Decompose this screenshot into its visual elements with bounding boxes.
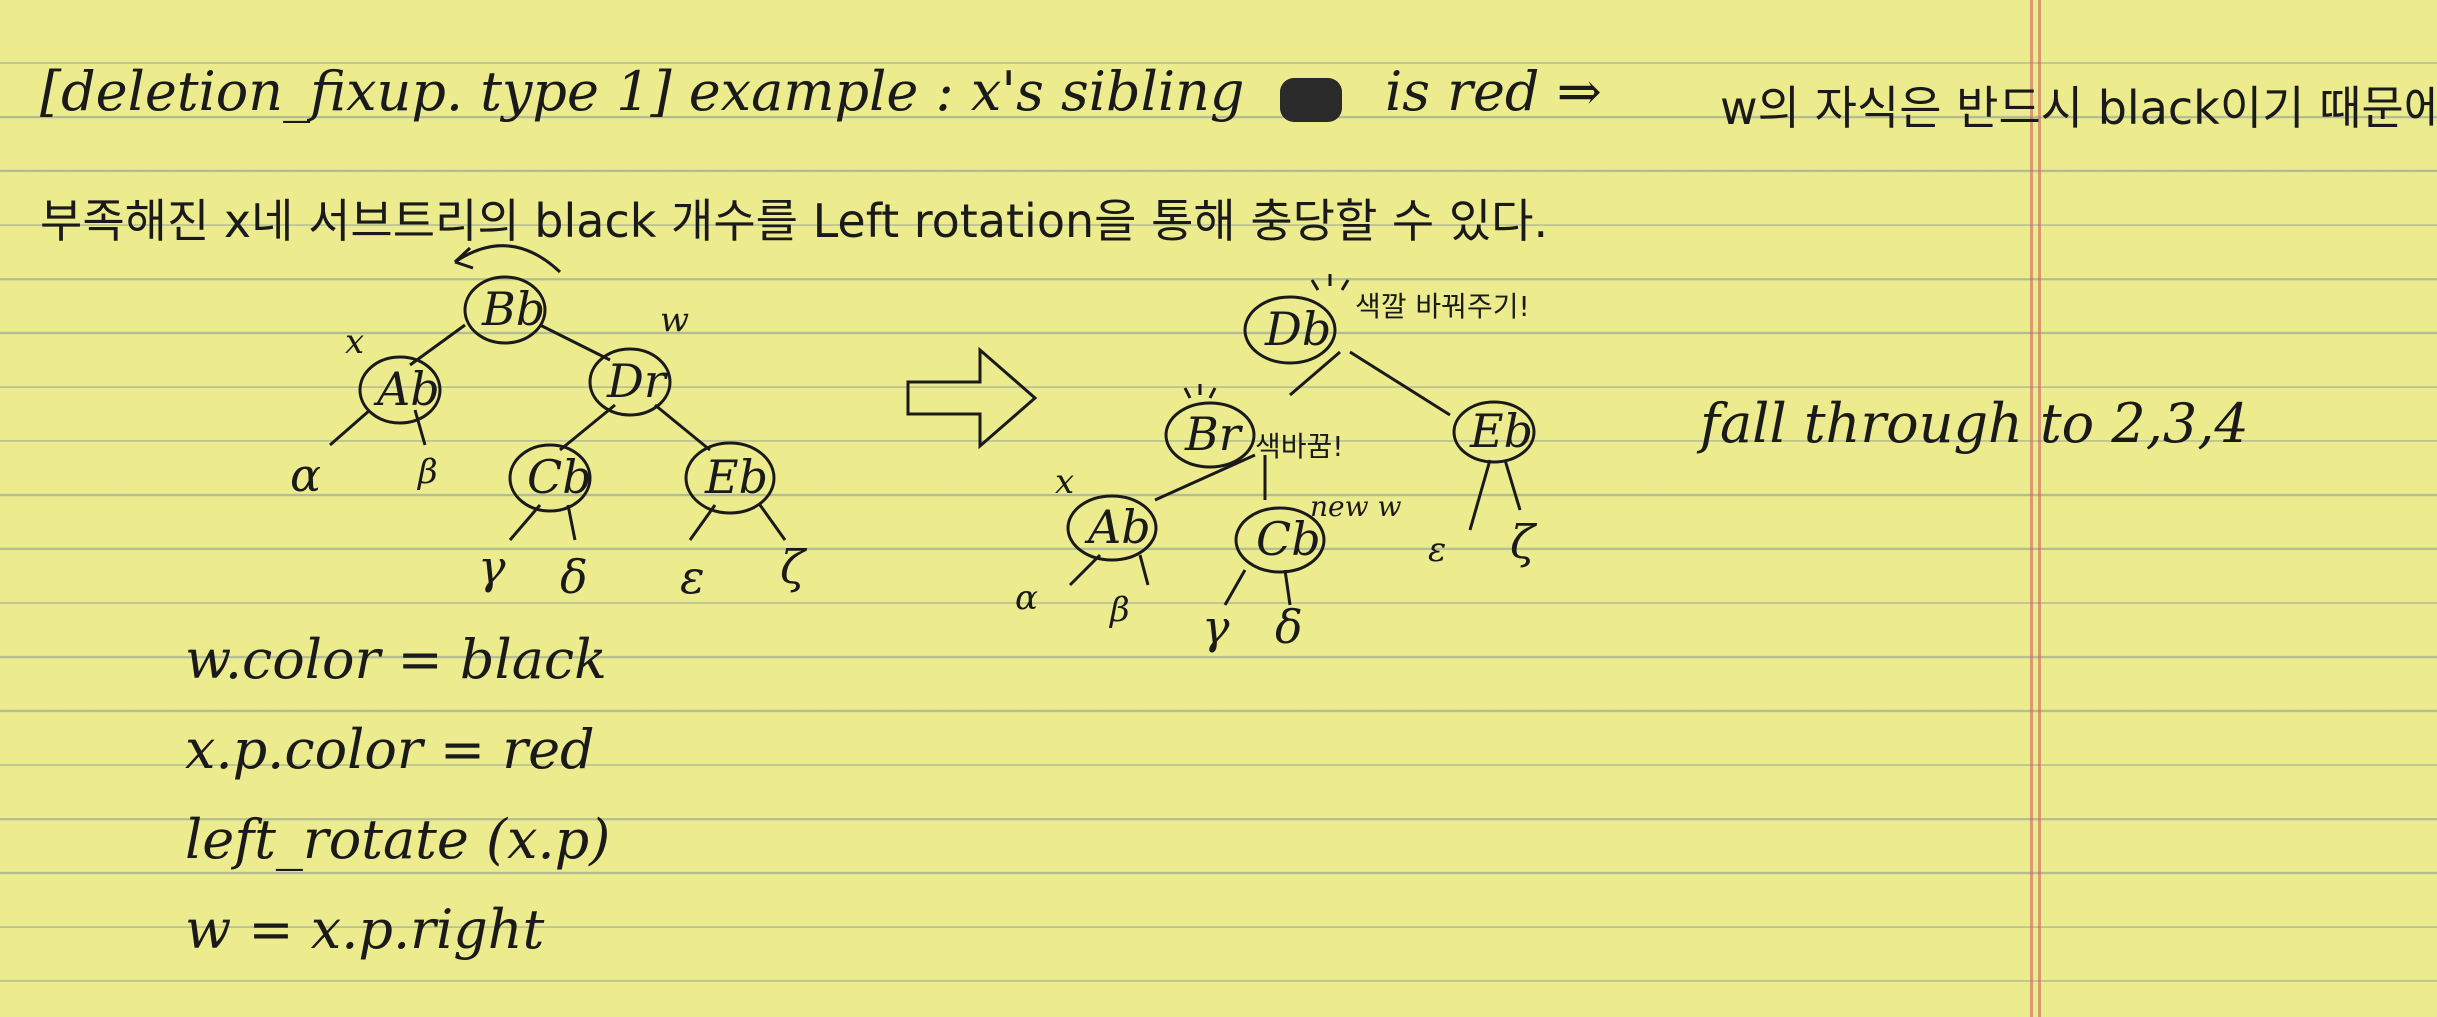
heading-line2: 부족해진 x네 서브트리의 black 개수를 Left rotation을 통…	[40, 194, 1549, 248]
label-gamma: γ	[478, 540, 506, 594]
node-ab2-circle	[1066, 494, 1158, 562]
edge-db-eb	[1349, 350, 1451, 417]
edge-ab-beta2	[1138, 554, 1150, 586]
edge-ab-beta	[413, 409, 427, 446]
edge-bb-dr	[539, 323, 611, 362]
node-bb-label: Bb	[482, 282, 546, 336]
node-ab2-label: Ab	[1088, 500, 1151, 554]
transform-arrow	[906, 346, 1038, 450]
label-alpha-after: α	[1015, 578, 1038, 618]
label-epsilon: ε	[680, 550, 705, 604]
edge-cb-gamma2	[1223, 569, 1247, 606]
node-eb-circle	[684, 441, 776, 515]
label-new-w: new w	[1310, 490, 1402, 523]
edge-ab-alpha	[329, 408, 371, 447]
heading-line1-part2: is red ⇒	[1385, 60, 1602, 123]
edge-br-ab	[1154, 453, 1256, 502]
emphasis-ticks-root	[1310, 274, 1350, 291]
label-alpha: α	[290, 448, 322, 502]
edge-bb-ab	[409, 323, 466, 367]
node-ab-label: Ab	[377, 362, 440, 416]
node-eb2-label: Eb	[1470, 404, 1534, 458]
node-br-label: Br	[1185, 407, 1241, 461]
node-bb-circle	[463, 275, 547, 345]
code-line-1: w.color = black	[185, 628, 607, 691]
node-db-label: Db	[1265, 302, 1332, 356]
label-beta: β	[418, 452, 438, 492]
label-beta-after: β	[1110, 590, 1130, 630]
node-cb-circle	[508, 443, 592, 513]
label-gamma-after: γ	[1202, 600, 1230, 654]
node-dr-circle	[588, 347, 672, 417]
rotation-arc	[454, 244, 562, 274]
edge-cb-gamma	[508, 504, 542, 541]
label-zeta: ζ	[780, 540, 805, 594]
edge-cb-delta2	[1283, 569, 1292, 606]
node-cb2-label: Cb	[1256, 512, 1321, 566]
node-db-circle	[1243, 295, 1337, 365]
code-line-3: left_rotate (x.p)	[185, 808, 611, 871]
edge-ab-alpha2	[1068, 553, 1102, 587]
edge-db-br	[1289, 350, 1341, 397]
heading-line1-part3: w의 자식은 반드시 black이기 때문에	[1720, 81, 2437, 135]
label-zeta-after: ζ	[1510, 515, 1535, 569]
code-line-2: x.p.color = red	[185, 718, 595, 781]
node-dr-label: Dr	[607, 354, 666, 408]
side-note-fall-through: fall through to 2,3,4	[1700, 392, 2249, 455]
node-eb2-circle	[1452, 400, 1536, 464]
node-cb2-circle	[1234, 506, 1326, 574]
note-root-color-change: 색깔 바꿔주기!	[1355, 290, 1530, 323]
margin-line	[2030, 0, 2033, 1017]
edge-eb-zeta	[758, 504, 787, 541]
label-delta-after: δ	[1275, 600, 1303, 654]
emphasis-ticks-left	[1183, 384, 1217, 399]
heading-line1-part1: [deletion_fixup. type 1] example : x's s…	[40, 60, 1245, 123]
label-delta: δ	[560, 550, 588, 604]
code-line-4: w = x.p.right	[185, 898, 545, 961]
edge-eb-zeta2	[1503, 459, 1522, 511]
label-epsilon-after: ε	[1428, 530, 1447, 570]
node-cb-label: Cb	[527, 450, 592, 504]
node-eb-label: Eb	[705, 450, 769, 504]
label-x-after: x	[1055, 462, 1075, 502]
node-br-circle	[1164, 401, 1256, 469]
edge-dr-eb	[654, 403, 711, 452]
label-x: x	[345, 322, 365, 362]
edge-cb-delta	[566, 504, 577, 541]
margin-line-inner	[2038, 0, 2041, 1017]
edge-eb-epsilon2	[1468, 459, 1492, 531]
node-ab-circle	[358, 355, 442, 425]
scribbled-out-word	[1280, 78, 1342, 122]
note-left-color-change: 색바꿈!	[1255, 430, 1344, 463]
label-w: w	[660, 300, 690, 340]
edge-dr-cb	[559, 403, 616, 452]
rotation-arc-head	[453, 246, 474, 270]
